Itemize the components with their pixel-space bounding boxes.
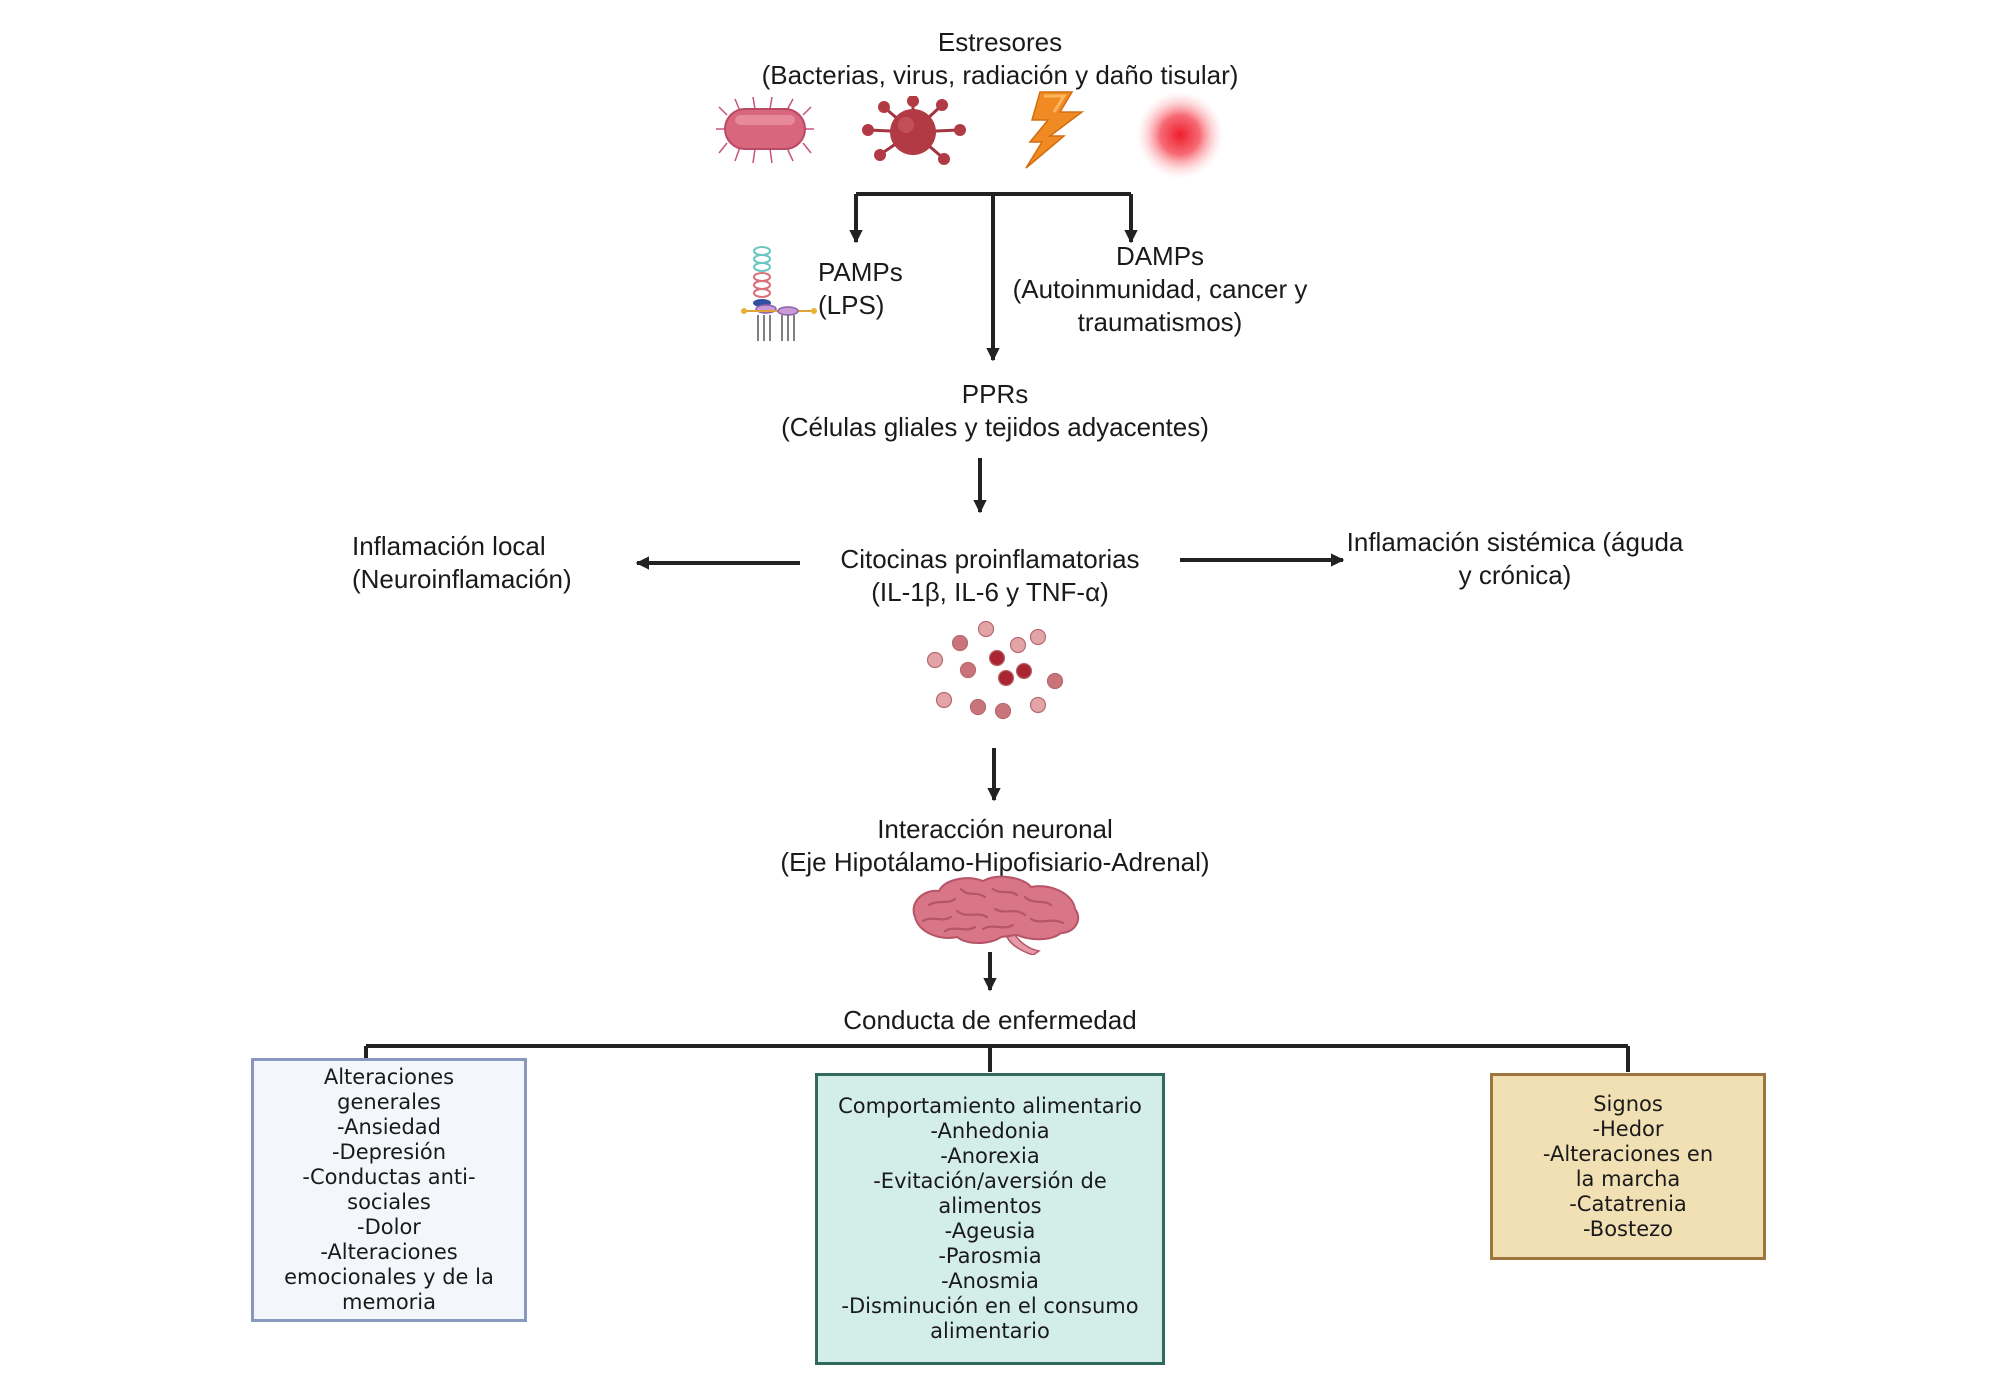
feeding-line: alimentos xyxy=(938,1194,1042,1218)
virus-icon xyxy=(862,96,966,165)
signs-line: -Hedor xyxy=(1592,1116,1664,1141)
feeding-behavior-box: Comportamiento alimentario -Anhedonia -A… xyxy=(815,1073,1165,1365)
cytokines-label: Citocinas proinflamatorias (IL-1β, IL-6 … xyxy=(770,543,1210,609)
feeding-line: -Anhedonia xyxy=(930,1119,1050,1143)
pprs-title: PPRs xyxy=(961,379,1029,409)
neuronal-title: Interacción neuronal xyxy=(877,814,1113,844)
lightning-radiation-icon xyxy=(1025,91,1085,169)
systemic-inflammation-subtitle: y crónica) xyxy=(1458,560,1572,590)
local-inflammation-title: Inflamación local xyxy=(352,531,546,561)
cytokine-particles-icon xyxy=(926,620,1064,720)
pprs-label: PPRs (Células gliales y tejidos adyacent… xyxy=(700,378,1290,444)
feeding-line: -Ageusia xyxy=(944,1219,1036,1243)
damps-title: DAMPs xyxy=(1115,241,1205,271)
signs-line: -Bostezo xyxy=(1582,1216,1674,1241)
neuronal-subtitle: (Eje Hipotálamo-Hipofisiario-Adrenal) xyxy=(780,847,1210,877)
damps-line3: traumatismos) xyxy=(1077,307,1243,337)
pprs-subtitle: (Células gliales y tejidos adyacentes) xyxy=(781,412,1209,442)
stressors-label: Estresores (Bacterias, virus, radiación … xyxy=(700,26,1300,92)
pamps-title: PAMPs xyxy=(818,257,903,287)
general-line: memoria xyxy=(341,1290,437,1314)
general-alterations-box: Alteraciones generales -Ansiedad -Depres… xyxy=(251,1058,527,1322)
feeding-line: -Disminución en el consumo xyxy=(841,1294,1139,1318)
stressors-subtitle: (Bacterias, virus, radiación y daño tisu… xyxy=(761,60,1239,90)
cytokines-title: Citocinas proinflamatorias xyxy=(840,544,1140,574)
general-line: generales xyxy=(337,1090,441,1114)
bacteria-icon xyxy=(716,96,814,164)
damps-label: DAMPs (Autoinmunidad, cancer y traumatis… xyxy=(995,240,1325,339)
signs-line: la marcha xyxy=(1575,1166,1681,1191)
damps-line2: (Autoinmunidad, cancer y xyxy=(1012,274,1308,304)
local-inflammation-label: Inflamación local (Neuroinflamación) xyxy=(352,530,572,596)
signs-box: Signos -Hedor -Alteraciones en la marcha… xyxy=(1490,1073,1766,1260)
feeding-line: -Evitación/aversión de xyxy=(873,1169,1107,1193)
systemic-inflammation-title: Inflamación sistémica (águda xyxy=(1346,527,1684,557)
neuronal-label: Interacción neuronal (Eje Hipotálamo-Hip… xyxy=(700,813,1290,879)
sickness-behavior-label: Conducta de enfermedad xyxy=(790,1004,1190,1037)
general-line: -Conductas anti- xyxy=(302,1165,476,1189)
general-line: emocionales y de la xyxy=(284,1265,494,1289)
feeding-line: alimentario xyxy=(930,1319,1050,1343)
signs-line: -Alteraciones en xyxy=(1542,1141,1714,1166)
general-line: -Dolor xyxy=(357,1215,421,1239)
general-line: -Depresión xyxy=(331,1140,447,1164)
general-line: Alteraciones xyxy=(323,1065,455,1089)
local-inflammation-subtitle: (Neuroinflamación) xyxy=(352,564,572,594)
signs-line: Signos xyxy=(1593,1091,1663,1116)
pamps-label: PAMPs (LPS) xyxy=(818,256,903,322)
general-line: -Alteraciones xyxy=(320,1240,458,1264)
stressors-title: Estresores xyxy=(937,27,1063,57)
general-line: sociales xyxy=(347,1190,431,1214)
sickness-behavior-title: Conducta de enfermedad xyxy=(843,1005,1137,1035)
tissue-damage-icon xyxy=(1136,91,1224,179)
lps-molecule-icon xyxy=(741,246,817,341)
cytokines-subtitle: (IL-1β, IL-6 y TNF-α) xyxy=(871,577,1109,607)
signs-line: -Catatrenia xyxy=(1569,1191,1687,1216)
feeding-line: Comportamiento alimentario xyxy=(838,1094,1142,1118)
feeding-line: -Anosmia xyxy=(941,1269,1039,1293)
brain-icon xyxy=(912,875,1080,955)
feeding-line: -Anorexia xyxy=(940,1144,1040,1168)
feeding-line: -Parosmia xyxy=(938,1244,1042,1268)
general-line: -Ansiedad xyxy=(336,1115,441,1139)
systemic-inflammation-label: Inflamación sistémica (águda y crónica) xyxy=(1330,526,1700,592)
pamps-subtitle: (LPS) xyxy=(818,290,885,320)
